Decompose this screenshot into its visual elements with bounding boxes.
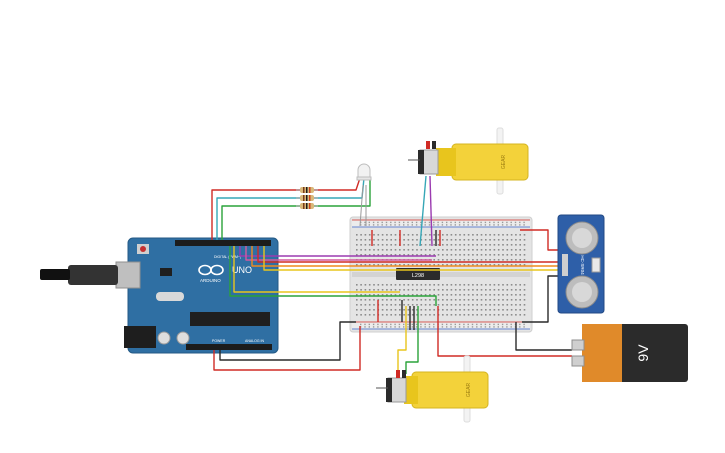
usb-port (115, 261, 141, 289)
digital-label: DIGITAL (PWM~) (214, 255, 241, 259)
breadboard (349, 216, 533, 333)
wire-red-5v (213, 326, 361, 371)
digital-header (175, 240, 271, 246)
l298-chip: L298 (396, 268, 440, 280)
arduino-uno-board: UNO ARDUINO POWER ANALOG IN DIGITAL (PWM… (40, 237, 279, 354)
wire-green-long (229, 246, 437, 306)
breadboard-holes (356, 221, 526, 328)
wire-green-led (221, 205, 300, 240)
wire-red-sensor-vcc (520, 229, 560, 251)
analog-header (186, 344, 272, 350)
power-label: POWER (212, 339, 226, 343)
wire-red-battery (437, 306, 572, 357)
board-brand: ARDUINO (200, 278, 221, 283)
wire-yellow-long (233, 246, 400, 293)
wire-teal-led (216, 197, 300, 240)
wire-green-motor-bottom (405, 306, 419, 374)
reset-button (140, 246, 146, 252)
analog-label: ANALOG IN (245, 339, 265, 343)
resistor-2 (296, 195, 318, 201)
wire-red-sensor (257, 246, 560, 263)
wire-yellow-sensor (263, 246, 560, 271)
usb-cable (68, 265, 118, 285)
sensor-label: HC-SR04 (580, 255, 585, 275)
wire-purple-1 (239, 246, 436, 257)
wire-pink (245, 246, 432, 261)
wire-black-battery (515, 322, 572, 351)
resistor-3 (296, 203, 318, 209)
wire-purple-motor-top (429, 175, 433, 247)
chip-label: L298 (412, 273, 424, 279)
breadboard-jumpers (371, 230, 441, 322)
motor-bottom-label: GEAR (466, 383, 472, 398)
arduino-logo-icon (198, 264, 224, 276)
wire-red-led (211, 189, 300, 240)
battery-cap (582, 324, 622, 382)
atmega-chip (190, 312, 270, 326)
wire-yellow-motor-bottom (397, 306, 407, 372)
gear-motor-top: GEAR (408, 127, 529, 195)
wire-black-sensor-gnd (522, 275, 560, 323)
wires (211, 175, 572, 374)
resistors (296, 187, 318, 209)
wire-orange (251, 246, 560, 267)
battery-label: 9V (635, 344, 651, 362)
motor-top-label: GEAR (501, 155, 507, 170)
wire-teal-motor-top (419, 175, 427, 247)
board-model: UNO (232, 265, 252, 275)
resistor-1 (296, 187, 318, 193)
battery-9v: 9V (571, 324, 688, 382)
wire-black-gnd (219, 321, 356, 361)
rgb-led (356, 163, 372, 181)
gear-motor-bottom: GEAR (376, 355, 489, 423)
dc-jack (124, 326, 156, 348)
ultrasonic-sensor: HC-SR04 (557, 214, 605, 314)
